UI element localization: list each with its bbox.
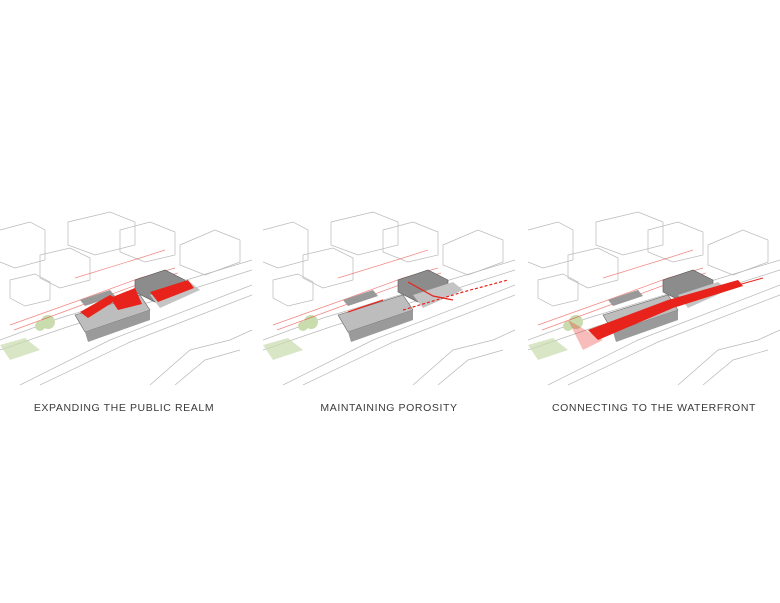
green-spaces: [263, 315, 318, 360]
context-buildings: [528, 211, 780, 385]
diagram-public-realm: [0, 200, 252, 385]
caption-public-realm: EXPANDING THE PUBLIC REALM: [33, 402, 215, 414]
axonometric-drawing: [528, 211, 780, 385]
axonometric-drawing: [0, 211, 252, 385]
green-spaces: [0, 315, 55, 360]
public-realm-accent: [80, 280, 194, 318]
axonometric-drawing: [263, 211, 515, 385]
green-spaces: [528, 315, 583, 360]
caption-waterfront: CONNECTING TO THE WATERFRONT: [551, 402, 757, 414]
context-buildings: [263, 211, 515, 385]
building-massing: [337, 269, 463, 342]
porosity-accent: [347, 279, 509, 313]
waterfront-accent: [568, 277, 764, 350]
caption-porosity: MAINTAINING POROSITY: [320, 402, 458, 414]
diagram-waterfront: [528, 200, 780, 385]
diagram-porosity: [263, 200, 515, 385]
